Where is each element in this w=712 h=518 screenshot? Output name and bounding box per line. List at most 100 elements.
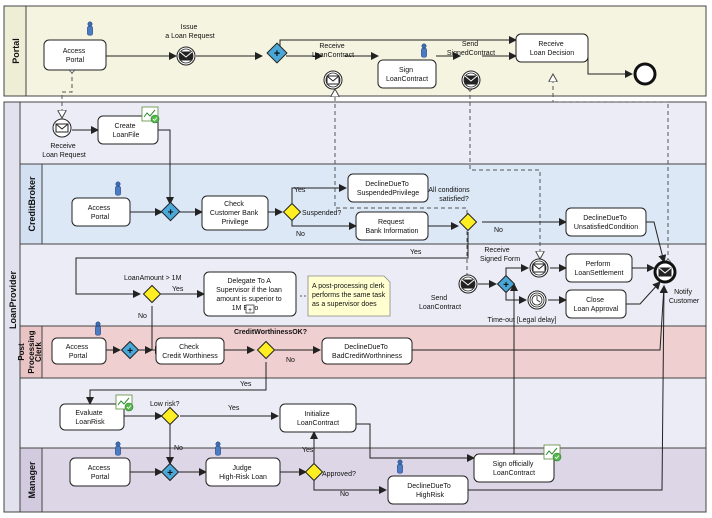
task-create-loanfile[interactable]: Create LoanFile (97, 106, 160, 145)
flow-label: Yes (228, 405, 240, 412)
flow-label: No (138, 313, 147, 320)
task-access-portal-portal[interactable]: Access Portal (43, 21, 107, 71)
event-receive-loan-request[interactable]: Receive Loan Request (42, 118, 86, 159)
gateway-loan-amount: LoanAmount > 1M Yes No (124, 275, 184, 320)
pool-portal: Portal (3, 5, 707, 97)
event-timeout[interactable]: Time-out [Legal delay] (488, 290, 557, 324)
task-evaluate-loanrisk[interactable]: Evaluate LoanRisk (59, 394, 134, 431)
flow-label: No (494, 227, 503, 234)
event-receive-loancontract[interactable]: Receive LoanContract (312, 43, 354, 90)
end-event-portal (633, 62, 657, 86)
task-label: High-Risk Loan (219, 474, 267, 481)
gateway-label: Low risk? (150, 401, 180, 408)
event-label: LoanContract (419, 304, 461, 311)
task-initialize-loancontract[interactable]: Initialize LoanContract (279, 403, 357, 433)
svg-text:+: + (127, 346, 133, 357)
flow-label: No (174, 445, 183, 452)
task-label: Perform (586, 261, 611, 268)
chart-icon (115, 394, 134, 412)
task-check-credit-worthiness[interactable]: Check Credit Worthiness (155, 337, 225, 365)
task-label: Evaluate (75, 410, 102, 417)
lane-credit-broker-label: CreditBroker (27, 176, 37, 232)
svg-text:Access Portal: Access Portal (66, 344, 91, 360)
task-sign-loancontract[interactable]: Sign LoanContract (377, 43, 437, 89)
task-receive-loan-decision[interactable]: Receive Loan Decision (515, 33, 589, 63)
event-send-loancontract[interactable]: Send LoanContract (419, 274, 478, 311)
svg-text:Post: Post (17, 343, 26, 361)
task-label: Privilege (222, 219, 249, 226)
gateway-parallel-broker: + (160, 201, 181, 222)
task-label: LoanContract (493, 470, 535, 477)
event-send-signedcontract[interactable]: Send SignedContract (447, 41, 495, 90)
task-decline-bad-credit[interactable]: DeclineDueTo BadCreditWorthniness (321, 337, 413, 365)
gateway-label: Approved? (322, 471, 356, 478)
event-receive-signed-form[interactable]: Receive Signed Form (480, 247, 549, 278)
gateway-approved: Approved? Yes No (302, 447, 356, 498)
svg-text:Evaluate LoanRisk: Evaluate LoanRisk (75, 410, 105, 426)
gateway-parallel-manager: + (160, 462, 180, 482)
task-perform-loansettlement[interactable]: Perform LoanSettlement (565, 253, 633, 283)
lane-manager-label: Manager (27, 461, 37, 499)
svg-text:Send LoanContract: Send LoanContract (419, 295, 461, 311)
task-access-portal-manager[interactable]: Access Portal (69, 441, 131, 487)
event-issue-loan-request[interactable]: Issue a Loan Request (165, 24, 215, 66)
task-access-portal-clerk[interactable]: Access Portal (51, 321, 107, 365)
task-label: DeclineDueTo (407, 483, 451, 490)
svg-text:Send SignedContract: Send SignedContract (447, 41, 495, 57)
svg-text:Sign LoanContract: Sign LoanContract (386, 67, 428, 83)
task-label: BadCreditWorthniness (332, 353, 402, 360)
lane-manager: Manager (19, 447, 707, 513)
event-label: Notify (674, 289, 692, 296)
task-label: Access (88, 205, 111, 212)
svg-text:+: + (168, 208, 174, 219)
annotation-line: performs the same task (312, 292, 386, 299)
task-label: Receive (538, 41, 563, 48)
svg-text:Access Portal: Access Portal (88, 465, 113, 481)
event-label: Customer (669, 298, 700, 305)
svg-text:Delegate To A Supervisor: Delegate To A Supervisor if the loan amo… (216, 278, 284, 312)
gateway-label: Suspended? (302, 210, 341, 217)
gateway-label: LoanAmount > 1M (124, 275, 182, 282)
gateway-parallel-clerk: + (120, 340, 140, 360)
task-decline-high-risk[interactable]: DeclineDueTo HighRisk (387, 459, 469, 505)
svg-text:All conditions satisfied: All conditions satisfied? (428, 187, 471, 203)
task-label: Bank Information (366, 228, 419, 235)
task-check-customer-bank-privilege[interactable]: Check Customer Bank Privilege (201, 195, 269, 231)
svg-text:+: + (274, 48, 280, 60)
task-judge-high-risk-loan[interactable]: Judge High-Risk Loan (205, 441, 281, 487)
svg-text:Receive LoanContract: Receive LoanContract (312, 43, 354, 59)
event-label: Receive (319, 43, 344, 50)
svg-text:DeclineDueTo BadCreditWo: DeclineDueTo BadCreditWorthniness (332, 344, 402, 360)
task-sign-officially-loancontract[interactable]: Sign officially LoanContract (473, 444, 562, 483)
task-close-loan-approval[interactable]: Close Loan Approval (565, 289, 627, 319)
envelope-icon (658, 267, 672, 277)
task-label: Sign (399, 67, 413, 74)
task-label: amount is superior to (216, 296, 281, 303)
flow-label: No (286, 357, 295, 364)
event-label: Receive (484, 247, 509, 254)
end-event-notify-customer[interactable]: Notify Customer (653, 260, 700, 305)
task-access-portal-broker[interactable]: Access Portal (71, 181, 131, 227)
svg-text:Processing: Processing (27, 330, 36, 373)
svg-text:Receive Loan Decision: Receive Loan Decision (530, 41, 574, 57)
chart-icon (543, 444, 562, 462)
task-label: Loan Decision (530, 50, 574, 57)
svg-text:DeclineDueTo SuspendedPr: DeclineDueTo SuspendedPrivilege (357, 181, 419, 197)
envelope-icon (532, 263, 546, 273)
svg-text:DeclineDueTo HighRisk: DeclineDueTo HighRisk (407, 483, 453, 499)
task-decline-suspended-privilege[interactable]: DeclineDueTo SuspendedPrivilege (347, 173, 429, 203)
svg-text:Create LoanFile: Create LoanFile (113, 123, 140, 139)
svg-text:DeclineDueTo Unsatisfied: DeclineDueTo UnsatisfiedCondition (574, 215, 638, 231)
svg-text:Perform LoanSettlement: Perform LoanSettlement (574, 261, 623, 277)
task-label: Credit Worthiness (162, 353, 218, 360)
task-request-bank-information[interactable]: Request Bank Information (355, 211, 429, 241)
task-label: Check (179, 344, 199, 351)
task-label: Portal (66, 57, 85, 64)
task-label: 1M Euro (232, 305, 259, 312)
task-decline-unsatisfied-condition[interactable]: DeclineDueTo UnsatisfiedCondition (565, 207, 647, 237)
gateway-low-risk: Low risk? Yes No (150, 401, 240, 452)
task-label: Judge (232, 465, 251, 472)
task-delegate-to-supervisor[interactable]: Delegate To A Supervisor if the loan amo… (203, 271, 297, 317)
gateway-label: All conditions (428, 187, 470, 194)
